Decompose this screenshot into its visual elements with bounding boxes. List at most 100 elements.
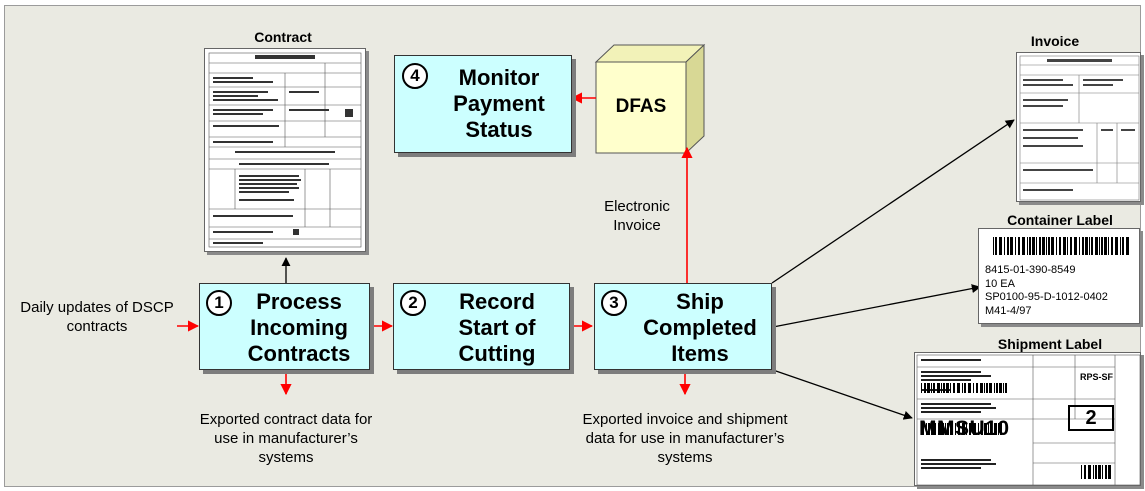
container-label-lines: 8415-01-390-8549 10 EA SP0100-95-D-1012-… (985, 264, 1108, 318)
barcode-bar (1091, 237, 1093, 255)
exported-contract-note: Exported contract data for use in manufa… (199, 411, 373, 466)
barcode-bar (1051, 237, 1054, 255)
barcode-bar (1095, 237, 1098, 255)
barcode-bar (1015, 237, 1016, 255)
monitor-payment-status-box: 4 Monitor Payment Status (394, 55, 572, 153)
step-number-2: 2 (400, 290, 426, 316)
barcode-bar (968, 383, 971, 393)
barcode-bar (995, 237, 997, 255)
shipment-service-code: RPS-SF (1079, 372, 1113, 382)
barcode-bar (969, 423, 971, 435)
barcode-bar (996, 383, 998, 393)
barcode-bar (1010, 237, 1013, 255)
barcode-bar (988, 423, 989, 435)
ship-completed-items-title: Ship Completed Items (643, 289, 757, 366)
shipment-form-lines (916, 354, 1140, 485)
barcode-bar (994, 383, 995, 393)
barcode-bar (937, 383, 940, 393)
arrow-ship-to-shipment (772, 369, 913, 420)
barcode-bar (943, 383, 945, 393)
barcode-bar (935, 423, 936, 435)
shipment-label-image: MMSU10 RPS-SF 2 (914, 352, 1141, 486)
barcode-bar (999, 383, 1002, 393)
barcode-bar (1093, 465, 1094, 479)
container-line-date: M41-4/97 (985, 304, 1032, 317)
barcode-bar (1108, 465, 1111, 479)
barcode-bar (1036, 237, 1037, 255)
barcode-bar (946, 383, 949, 393)
shipment-priority-digit: 2 (1068, 405, 1114, 431)
contract-label: Contract (254, 29, 312, 45)
barcode-bar (941, 383, 942, 393)
invoice-label: Invoice (1030, 33, 1080, 49)
barcode-bar (1022, 237, 1025, 255)
daily-updates-note: Daily updates of DSCP contracts (20, 299, 174, 335)
barcode-bar (973, 423, 976, 435)
barcode-bar (921, 383, 922, 393)
barcode-bar (1004, 237, 1005, 255)
record-start-of-cutting-title: Record Start of Cutting (458, 289, 536, 366)
barcode-bar (1082, 237, 1084, 255)
container-barcode (993, 237, 1129, 255)
arrow-ship-to-invoice (771, 119, 1015, 284)
container-label-image: 8415-01-390-8549 10 EA SP0100-95-D-1012-… (978, 228, 1140, 324)
barcode-bar (1102, 465, 1103, 479)
step-number-3: 3 (601, 290, 627, 316)
dfas-label: DFAS (615, 96, 667, 117)
barcode-bar (1018, 237, 1020, 255)
ship-completed-items-box: 3 Ship Completed Items (594, 283, 772, 370)
barcode-bar (1084, 465, 1086, 479)
barcode-bar (1039, 237, 1041, 255)
barcode-bar (1042, 237, 1045, 255)
barcode-bar (1095, 465, 1097, 479)
exported-invoice-note: Exported invoice and shipment data for u… (582, 411, 788, 466)
barcode-bar (962, 383, 963, 393)
barcode-bar (1007, 237, 1009, 255)
dfas-cube (594, 43, 706, 155)
record-start-of-cutting-box: 2 Record Start of Cutting (393, 283, 570, 370)
barcode-bar (966, 423, 967, 435)
barcode-bar (1063, 237, 1066, 255)
barcode-bar (994, 423, 997, 435)
process-incoming-contracts-box: 1 Process Incoming Contracts (199, 283, 370, 370)
barcode-bar (955, 423, 956, 435)
barcode-bar (1074, 237, 1077, 255)
container-label-title: Container Label (1007, 212, 1113, 228)
barcode-bar (938, 423, 940, 435)
barcode-bar (978, 423, 979, 435)
barcode-bar (1098, 465, 1101, 479)
barcode-bar (1089, 237, 1090, 255)
barcode-bar (950, 423, 953, 435)
shipment-big-code: MMSU10 (919, 417, 1010, 440)
container-line-nsn: 8415-01-390-8549 (985, 264, 1076, 276)
barcode-bar (999, 237, 1002, 255)
container-line-qty: 10 EA (985, 277, 1015, 290)
barcode-bar (926, 423, 927, 435)
barcode-bar (1048, 237, 1050, 255)
step-number-4: 4 (402, 63, 428, 89)
barcode-bar (1085, 237, 1088, 255)
monitor-payment-status-title: Monitor Payment Status (453, 65, 545, 142)
invoice-document-image (1016, 52, 1141, 202)
barcode-bar (945, 423, 946, 435)
arrow-ship-to-container (772, 284, 981, 328)
invoice-form-lines (1019, 55, 1140, 201)
barcode-bar (1027, 237, 1028, 255)
process-incoming-contracts-title: Process Incoming Contracts (247, 289, 351, 366)
barcode-bar (924, 383, 926, 393)
barcode-bar (1105, 465, 1107, 479)
barcode-bar (998, 423, 999, 435)
barcode-bar (962, 423, 965, 435)
barcode-bar (1122, 237, 1124, 255)
contract-form-lines (208, 52, 362, 248)
barcode-bar (1120, 237, 1121, 255)
barcode-bar (950, 383, 951, 393)
barcode-bar (927, 383, 930, 393)
barcode-bar (933, 383, 935, 393)
container-line-contract: SP0100-95-D-1012-0402 (985, 291, 1108, 303)
barcode-bar (986, 383, 988, 393)
barcode-bar (947, 423, 949, 435)
barcode-bar (1056, 237, 1057, 255)
barcode-bar (1101, 237, 1103, 255)
